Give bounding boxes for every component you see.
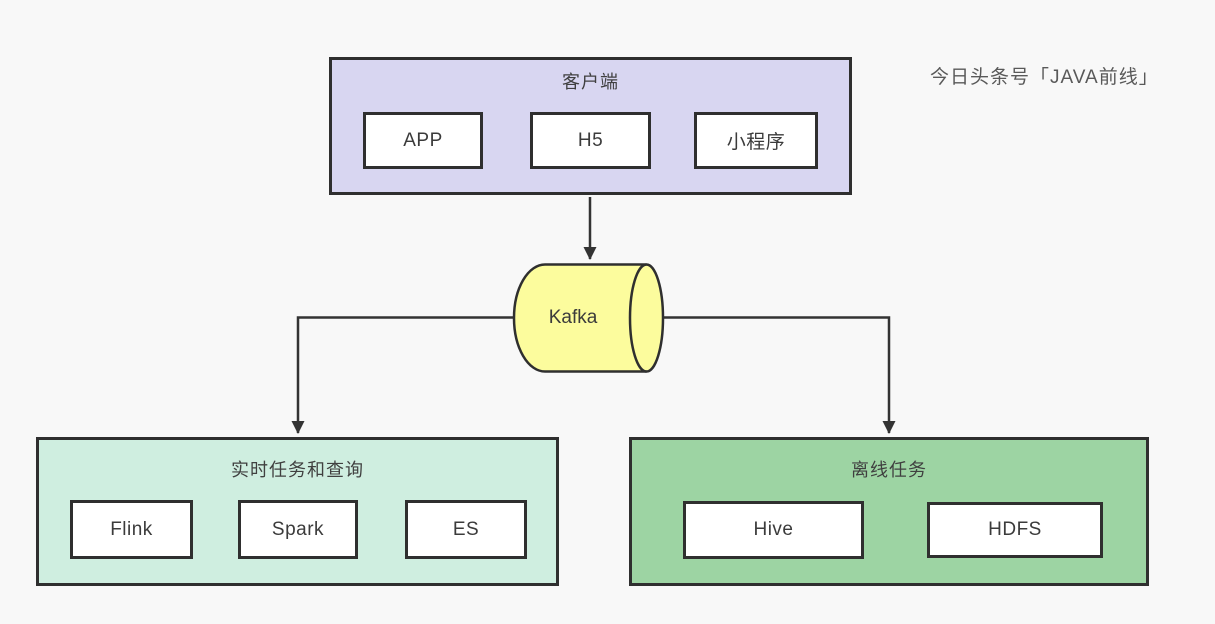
node-app: APP: [363, 112, 483, 169]
client-group-title: 客户端: [562, 72, 619, 92]
realtime-group-box: 实时任务和查询 Flink Spark ES: [36, 437, 559, 586]
node-mini-program: 小程序: [694, 112, 818, 169]
realtime-group-title: 实时任务和查询: [231, 460, 364, 480]
client-group-box: 客户端 APP H5 小程序: [329, 57, 852, 195]
offline-group-title: 离线任务: [851, 460, 927, 480]
node-es: ES: [405, 500, 527, 559]
edge-kafka-to-realtime: [291, 316, 514, 434]
node-h5: H5: [530, 112, 651, 169]
watermark-text: 今日头条号「JAVA前线」: [930, 67, 1159, 88]
kafka-label: Kafka: [548, 306, 598, 328]
edge-kafka-to-offline: [663, 316, 896, 434]
node-hive: Hive: [683, 501, 864, 559]
node-flink: Flink: [70, 500, 193, 559]
kafka-cylinder-cap-arc: [628, 263, 647, 373]
offline-group-box: 离线任务 Hive HDFS: [629, 437, 1149, 586]
node-spark: Spark: [238, 500, 358, 559]
node-hdfs: HDFS: [927, 502, 1103, 558]
